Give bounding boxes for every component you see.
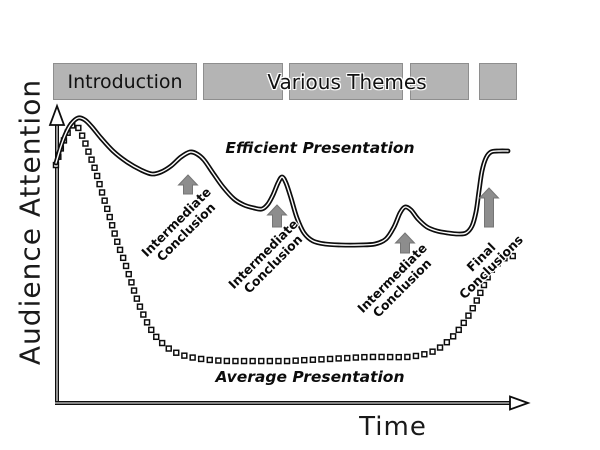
- average-curve-square-marker: [98, 189, 106, 196]
- average-curve-square-marker: [106, 213, 113, 221]
- conclusion-up-arrow-icon: [177, 174, 199, 195]
- average-curve-square-marker: [473, 297, 480, 304]
- y-axis-label: Audience Attention: [13, 78, 47, 366]
- average-curve-square-marker: [283, 357, 291, 365]
- timeline-overlay-label: Various Themes: [267, 69, 427, 94]
- x-axis-label: Time: [359, 412, 427, 442]
- average-curve-square-marker: [111, 230, 118, 237]
- y-axis-arrowhead-icon: [48, 103, 66, 126]
- average-curve-square-marker: [122, 262, 130, 270]
- average-curve-square-marker: [206, 356, 213, 364]
- average-curve-square-marker: [240, 357, 248, 365]
- conclusion-up-arrow-icon: [478, 187, 500, 228]
- average-curve-square-marker: [386, 353, 394, 361]
- average-curve-square-marker: [249, 357, 256, 365]
- average-curve-square-marker: [223, 357, 231, 365]
- average-curve-square-marker: [436, 344, 444, 351]
- average-curve-square-marker: [509, 252, 516, 260]
- series-efficient-presentation-curve: [53, 115, 511, 248]
- average-curve-square-marker: [378, 353, 385, 361]
- average-curve-square-marker: [361, 353, 368, 361]
- average-curve-square-marker: [494, 260, 501, 267]
- average-curve-square-marker: [133, 295, 141, 302]
- average-curve-square-marker: [136, 303, 144, 310]
- average-curve-square-marker: [173, 349, 180, 356]
- average-curve-square-marker: [318, 356, 325, 363]
- average-curve-square-marker: [143, 319, 151, 326]
- average-curve-square-marker: [128, 279, 135, 286]
- average-curve-square-marker: [85, 148, 92, 155]
- series-label-average-presentation: Average Presentation: [215, 368, 405, 386]
- average-curve-square-marker: [412, 352, 420, 360]
- axes: [48, 103, 531, 411]
- average-curve-square-marker: [369, 353, 377, 361]
- average-curve-square-marker: [455, 326, 462, 334]
- average-curve-square-marker: [352, 354, 360, 361]
- average-curve-square-marker: [158, 339, 166, 347]
- average-curve-square-marker: [292, 357, 299, 364]
- average-curve-square-marker: [258, 357, 265, 365]
- average-curve-square-marker: [78, 132, 86, 139]
- timeline-box-label: Introduction: [67, 70, 183, 93]
- average-curve-square-marker: [469, 305, 476, 312]
- average-curve-square-marker: [116, 246, 124, 254]
- average-curve-square-marker: [96, 180, 103, 188]
- average-curve-square-marker: [275, 357, 282, 365]
- average-curve-square-marker: [108, 222, 116, 229]
- average-curve-square-marker: [395, 353, 402, 361]
- average-curve-square-marker: [344, 354, 351, 362]
- average-curve-square-marker: [130, 287, 138, 294]
- average-curve-square-marker: [326, 355, 334, 363]
- average-curve-square-marker: [443, 339, 451, 346]
- average-curve-square-marker: [82, 140, 89, 147]
- average-curve-square-marker: [484, 274, 491, 281]
- average-curve-square-marker: [501, 255, 508, 262]
- timeline-box-theme-1: [203, 63, 283, 100]
- average-curve-square-marker: [404, 353, 411, 361]
- x-axis-arrowhead-icon: [509, 395, 531, 411]
- average-curve-square-marker: [232, 357, 239, 365]
- series-label-efficient-presentation: Efficient Presentation: [225, 139, 415, 157]
- average-curve-square-marker: [189, 354, 196, 361]
- average-curve-square-marker: [93, 172, 101, 180]
- average-curve-square-marker: [104, 205, 111, 213]
- average-curve-square-marker: [114, 238, 121, 245]
- conclusion-up-arrow-icon: [266, 204, 288, 228]
- average-curve-square-marker: [465, 312, 472, 319]
- average-curve-square-marker: [480, 281, 488, 289]
- timeline-box-theme-4: [479, 63, 517, 100]
- timeline-box-introduction: Introduction: [53, 63, 197, 100]
- average-curve-square-marker: [148, 326, 155, 334]
- average-curve-square-marker: [197, 355, 205, 363]
- average-curve-square-marker: [88, 156, 95, 163]
- average-curve-square-marker: [75, 124, 82, 132]
- average-curve-square-marker: [266, 357, 274, 365]
- average-curve-square-marker: [449, 333, 457, 340]
- average-curve-square-marker: [91, 164, 98, 171]
- average-curve-square-marker: [301, 356, 308, 364]
- average-curve-square-marker: [165, 345, 172, 352]
- average-curve-square-marker: [460, 319, 467, 327]
- average-curve-square-marker: [125, 270, 132, 278]
- average-curve-square-marker: [335, 355, 342, 362]
- average-curve-square-marker: [215, 357, 222, 364]
- average-curve-square-marker: [140, 311, 147, 318]
- average-curve-square-marker: [181, 352, 188, 359]
- average-curve-square-marker: [488, 266, 496, 273]
- average-curve-square-marker: [119, 254, 127, 262]
- timeline-box-theme-2: [289, 63, 403, 100]
- timeline-box-theme-3: [410, 63, 469, 100]
- average-curve-square-marker: [429, 348, 436, 355]
- average-curve-square-marker: [477, 289, 484, 297]
- average-curve-square-marker: [421, 351, 428, 358]
- average-curve-square-marker: [309, 356, 317, 363]
- average-curve-square-marker: [101, 197, 108, 204]
- average-curve-square-marker: [153, 333, 160, 341]
- conclusion-up-arrow-icon: [394, 232, 416, 254]
